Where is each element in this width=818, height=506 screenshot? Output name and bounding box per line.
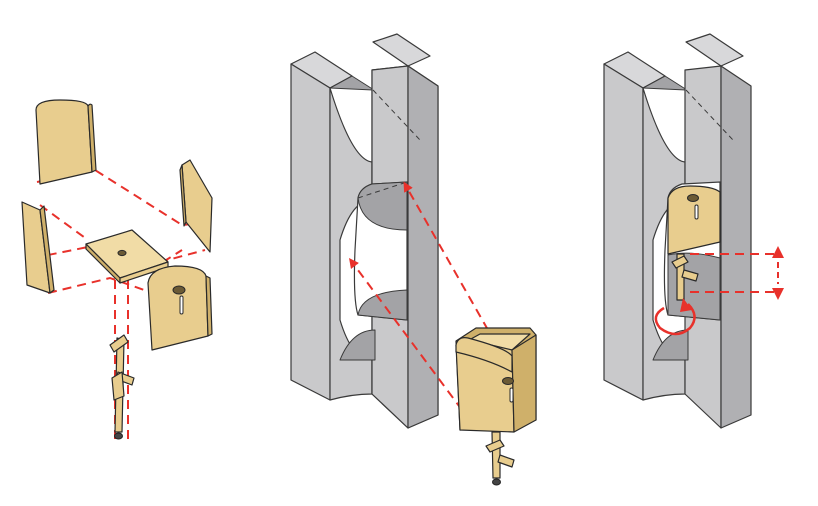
adjust-up-arrow: [772, 246, 784, 258]
panel-exploded-cradle: [21, 99, 213, 440]
installed-cradle: [667, 185, 721, 301]
stem-foot: [114, 432, 123, 440]
panel-insert-cradle: [290, 33, 537, 486]
cradle-slot: [509, 387, 514, 403]
cradle-base-plate: [85, 229, 169, 284]
insertion-arrows: [349, 181, 489, 411]
concrete-h-block: [290, 33, 439, 429]
cradle-foot: [492, 478, 501, 486]
front-slot: [179, 295, 184, 315]
height-adjust-indicator: [690, 246, 784, 300]
adjuster-stem: [109, 334, 135, 440]
cradle-bolt-hole: [502, 377, 514, 385]
assembled-cradle: [455, 327, 537, 486]
cradle-left-side-panel: [21, 201, 55, 294]
adjust-down-arrow: [772, 288, 784, 300]
installed-bolt-hole: [687, 194, 699, 202]
front-bolt-hole: [172, 285, 186, 295]
base-bolt-hole: [117, 249, 127, 257]
panel-installed-adjust: [603, 33, 784, 429]
cradle-right-side-panel: [179, 159, 213, 253]
rotation-arrow-head: [680, 298, 692, 312]
installed-slot: [694, 204, 699, 220]
cradle-front-panel: [147, 265, 213, 351]
cradle-back-panel: [35, 99, 97, 185]
rotation-indicator: [654, 298, 696, 336]
